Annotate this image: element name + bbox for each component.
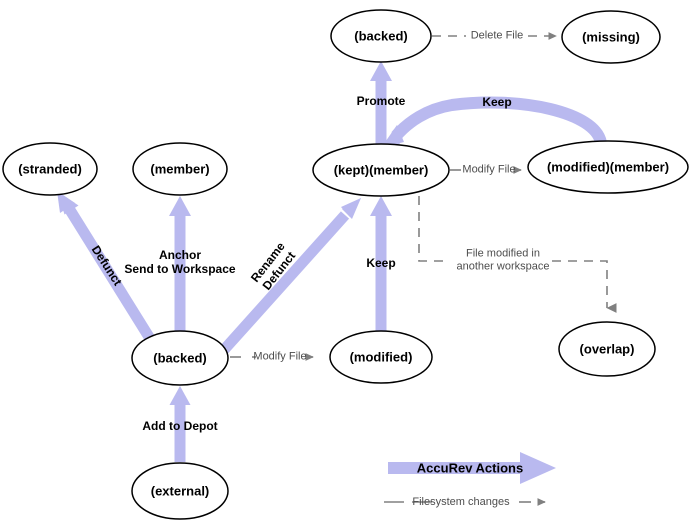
edge-label-keep-straight: Keep — [366, 256, 396, 271]
node-ellipse-external[interactable] — [131, 462, 229, 520]
edge-keep-curved-arrow — [381, 96, 607, 148]
node-ellipse-modified_member[interactable] — [527, 140, 689, 194]
edge-anchor-send-to-workspace-arrow — [169, 196, 191, 333]
edge-label-delete-file: Delete File — [470, 29, 524, 42]
node-ellipse-modified[interactable] — [329, 330, 433, 384]
node-ellipse-overlap[interactable] — [558, 321, 656, 377]
edge-label-modify-file-backed: Modify File — [253, 350, 307, 363]
node-shapes — [2, 9, 689, 520]
edge-label-modify-file-member: Modify File — [462, 163, 516, 176]
legend-label-filesystem-changes: Filesystem changes — [412, 496, 510, 508]
edge-add-to-depot-arrow — [169, 386, 191, 462]
edge-defunct-arrow — [57, 191, 159, 348]
legend-action-symbol — [388, 452, 556, 484]
edge-label-keep-curved: Keep — [482, 95, 512, 110]
node-ellipse-backed_top[interactable] — [330, 9, 432, 63]
edge-rename-defunct-arrow — [217, 198, 361, 356]
node-ellipse-kept_member[interactable] — [312, 143, 450, 197]
node-ellipse-stranded[interactable] — [2, 142, 98, 196]
edge-file-modified-other-workspace-arrow — [418, 196, 617, 313]
node-ellipse-missing[interactable] — [561, 10, 661, 64]
legend-label-accurev-actions: AccuRev Actions — [416, 460, 524, 476]
node-ellipse-member[interactable] — [132, 142, 228, 196]
edge-label-promote: Promote — [356, 94, 406, 109]
edge-label-add-to-depot: Add to Depot — [142, 419, 218, 434]
edge-keep-straight-arrow — [370, 196, 392, 332]
edge-promote-arrow — [370, 61, 392, 146]
node-ellipse-backed_bottom[interactable] — [131, 330, 229, 386]
